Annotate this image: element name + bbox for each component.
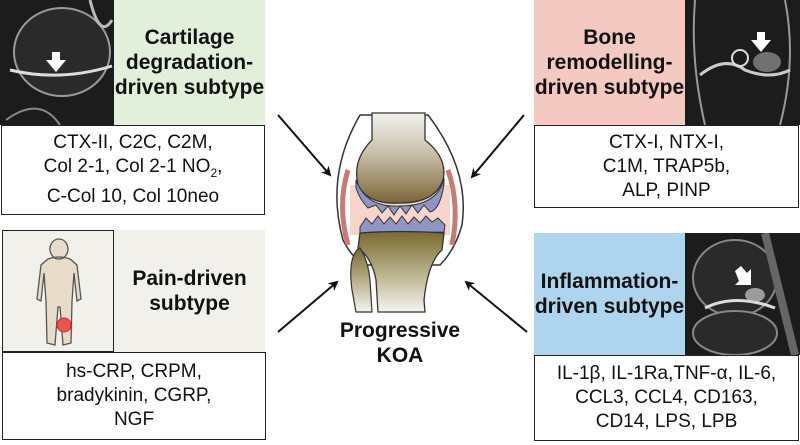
arrow-inflammation <box>464 280 528 333</box>
mri-image-graphic <box>692 0 791 125</box>
title-line: Cartilage <box>144 26 235 49</box>
arrow-icon <box>735 266 751 285</box>
biomarker-line: CTX-II, C2C, C2M, <box>53 132 213 154</box>
center-label-line2: KOA <box>376 344 424 367</box>
inflammation-biomarkers: IL-1β, IL-1Ra,TNF-α, IL-6, CCL3, CCL4, C… <box>534 355 799 441</box>
title-line: driven subtype <box>114 76 265 99</box>
biomarker-line: hs-CRP, CRPM, <box>66 361 202 382</box>
biomarker-line: bradykinin, CGRP, <box>56 385 212 406</box>
title-line: subtype <box>149 292 230 315</box>
inflammation-mri-image <box>685 233 800 355</box>
title-line: degradation- <box>125 51 254 74</box>
biomarker-line: IL-1β, IL-1Ra,TNF-α, IL-6, <box>556 363 777 384</box>
biomarker-text: Col 2-1, Col 2-1 NO <box>43 156 211 178</box>
biomarker-line: Col 2-1, Col 2-1 NO2, <box>44 155 223 185</box>
suffix: , <box>217 156 223 178</box>
arrow-bone <box>470 114 525 179</box>
arrow-icon <box>751 32 771 52</box>
biomarker-line: ALP, PINP <box>622 179 711 201</box>
pain-biomarkers: hs-CRP, CRPM, bradykinin, CGRP, NGF <box>2 352 266 440</box>
title-line: Inflammation- <box>540 270 679 293</box>
mri-image-graphic <box>692 233 799 355</box>
knee-pain-marker-icon <box>56 317 72 333</box>
center-label-line1: Progressive <box>339 319 461 342</box>
title-line: remodelling- <box>546 51 673 74</box>
inflammation-title: Inflammation-driven subtype <box>534 233 685 355</box>
cartilage-biomarkers: CTX-II, C2C, C2M, Col 2-1, Col 2-1 NO2, … <box>1 125 265 215</box>
bone-mri-image <box>685 0 800 125</box>
biomarker-line: CD14, LPS, LPB <box>595 411 738 432</box>
biomarker-line: NGF <box>113 409 155 430</box>
title-line: driven subtype <box>534 295 685 318</box>
subscript: 2 <box>210 165 218 180</box>
title-line: Bone <box>583 26 636 49</box>
biomarker-line: CCL3, CCL4, CD163, <box>575 387 758 408</box>
center-label: Progressive KOA <box>318 318 482 368</box>
title-line: Pain-driven <box>132 267 247 290</box>
biomarker-line: C-Col 10, Col 10neo <box>46 185 220 207</box>
pain-body-image <box>2 230 114 352</box>
human-body-icon <box>36 238 82 346</box>
biomarker-line: CTX-I, NTX-I, <box>608 131 725 153</box>
arrow-cartilage <box>277 114 332 177</box>
title-line: driven subtype <box>534 76 685 99</box>
cartilage-mri-image <box>0 0 114 125</box>
arrow-pain <box>277 280 339 333</box>
biomarker-line: C1M, TRAP5b, <box>602 155 731 177</box>
arrow-icon <box>46 52 66 72</box>
knee-joint-icon <box>336 112 465 313</box>
mri-image-graphic <box>5 0 114 125</box>
bone-biomarkers: CTX-I, NTX-I, C1M, TRAP5b, ALP, PINP <box>534 125 799 208</box>
